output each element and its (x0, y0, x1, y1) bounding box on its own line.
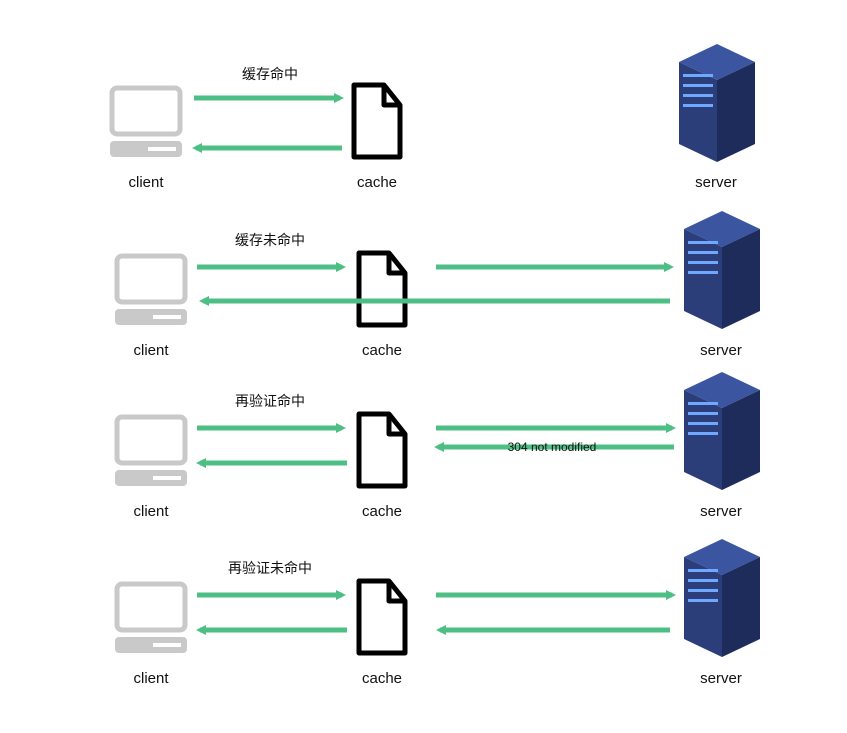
server-icon (684, 211, 760, 329)
cache-label: cache (362, 670, 402, 687)
client-label: client (133, 342, 169, 359)
cache-icon (356, 250, 408, 328)
scenario-title: 缓存未命中 (235, 232, 305, 249)
cache-icon (356, 411, 408, 489)
scenario-title: 缓存命中 (242, 66, 298, 83)
response-status-note: 304 not modified (508, 440, 597, 454)
server-icon (679, 44, 755, 162)
client-label: client (128, 174, 164, 191)
client-icon (109, 85, 183, 157)
cache-label: cache (362, 342, 402, 359)
client-icon (114, 253, 188, 325)
cache-label: cache (357, 174, 397, 191)
cache-icon (351, 82, 403, 160)
cache-icon (356, 578, 408, 656)
scenario-title: 再验证未命中 (228, 560, 312, 577)
client-icon (114, 414, 188, 486)
scenario-cache-miss: 缓存未命中 client cache server (114, 211, 760, 359)
server-label: server (700, 342, 742, 359)
server-icon (684, 372, 760, 490)
server-label: server (700, 670, 742, 687)
scenario-revalidation-hit: 再验证命中 304 not modified client cache serv… (114, 372, 760, 520)
client-label: client (133, 503, 169, 520)
server-label: server (695, 174, 737, 191)
client-label: client (133, 670, 169, 687)
scenario-revalidation-miss: 再验证未命中 client cache server (114, 539, 760, 687)
client-icon (114, 581, 188, 653)
cache-label: cache (362, 503, 402, 520)
server-label: server (700, 503, 742, 520)
scenario-cache-hit: 缓存命中 client cache server (109, 44, 755, 191)
server-icon (684, 539, 760, 657)
scenario-title: 再验证命中 (235, 393, 305, 410)
